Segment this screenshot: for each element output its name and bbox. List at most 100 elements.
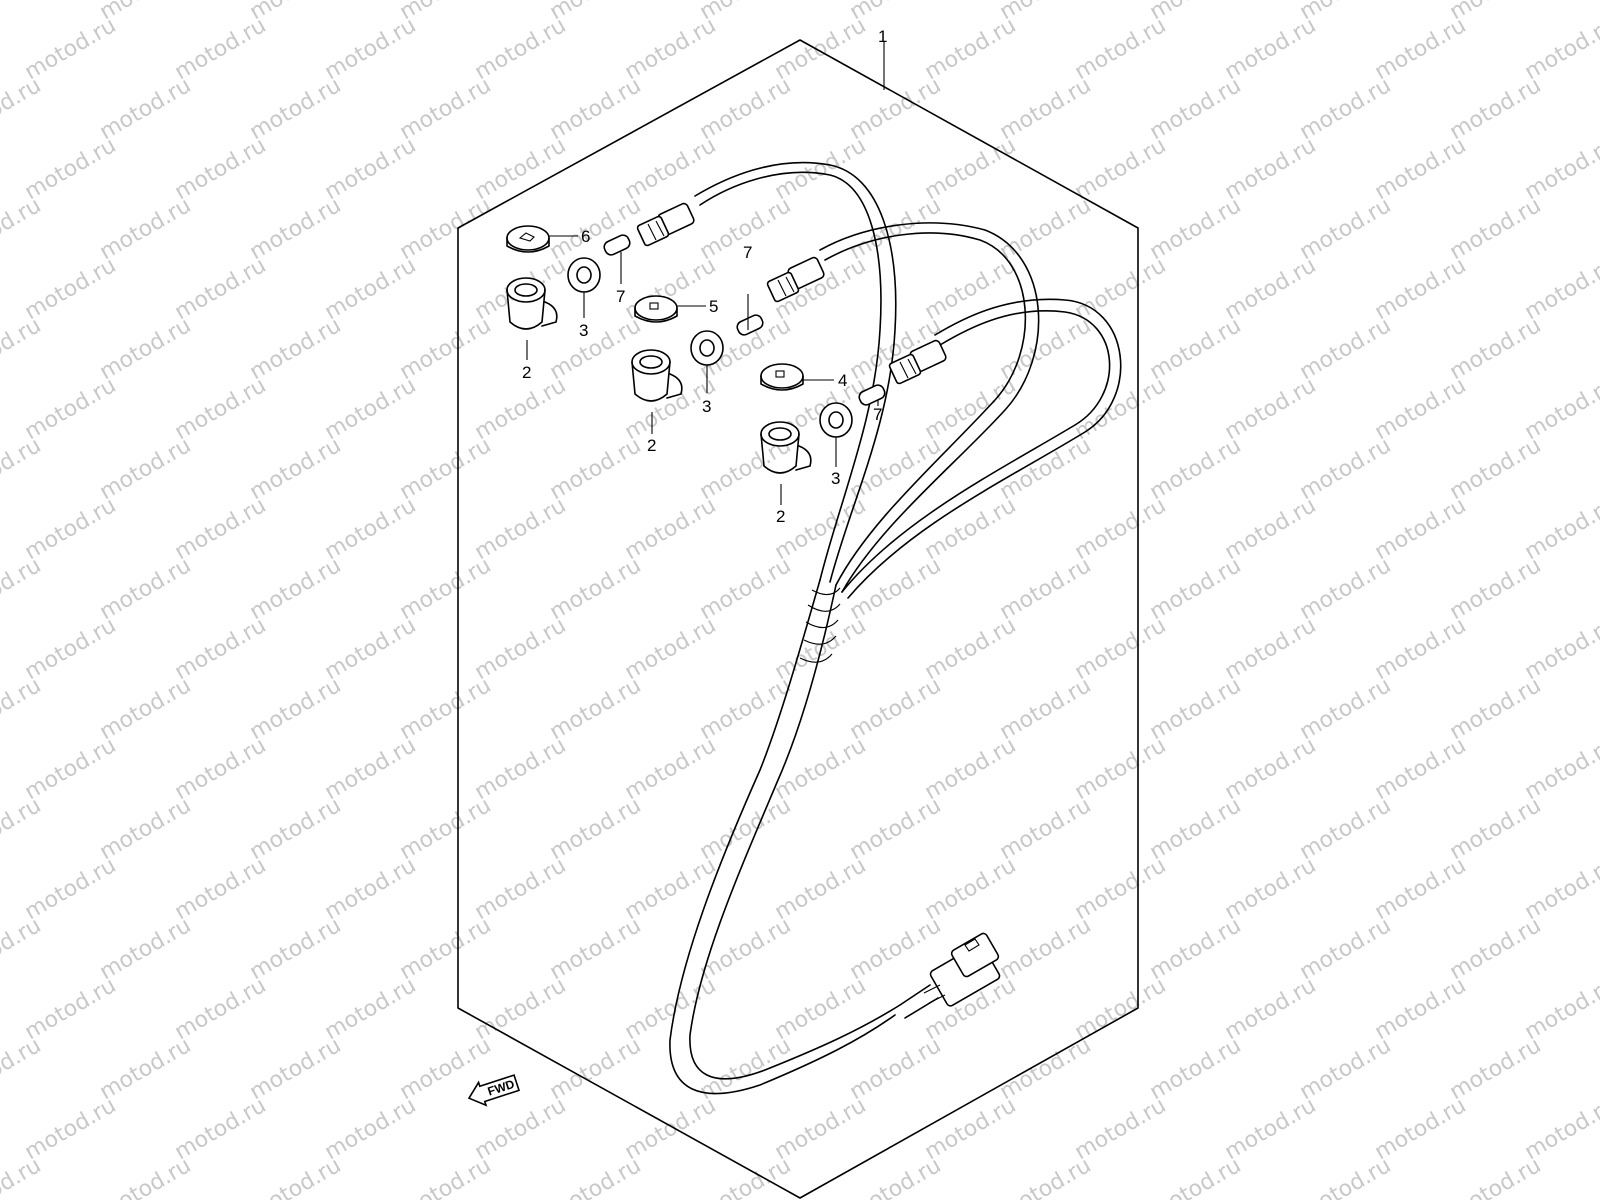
watermark-text: motod.ru (0, 313, 45, 385)
callout-6: 6 (581, 227, 590, 246)
watermark-text: motod.ru (996, 313, 1096, 385)
watermark-text: motod.ru (1371, 493, 1471, 565)
watermark-text: motod.ru (1221, 973, 1321, 1045)
watermark-text: motod.ru (171, 1093, 271, 1165)
harness-coupler (899, 932, 1001, 1019)
watermark-text: motod.ru (996, 73, 1096, 145)
lens-cap-4 (760, 363, 804, 391)
watermark-text: motod.ru (1446, 193, 1546, 265)
watermark-text: motod.ru (921, 253, 1021, 325)
arrow-left-icon (467, 1074, 521, 1107)
callout-3-lower: 3 (831, 469, 840, 488)
watermark-text: motod.ru (171, 973, 271, 1045)
watermark-text: motod.ru (246, 673, 346, 745)
watermark-text: motod.ru (321, 1093, 421, 1165)
watermark-text: motod.ru (471, 733, 571, 805)
watermark-text: motod.ru (846, 73, 946, 145)
watermark-text: motod.ru (996, 193, 1096, 265)
watermark-text: motod.ru (1596, 313, 1600, 385)
watermark-text: motod.ru (921, 1093, 1021, 1165)
watermark-text: motod.ru (1146, 553, 1246, 625)
watermark-text: motod.ru (396, 193, 496, 265)
watermark-text: motod.ru (546, 913, 646, 985)
watermark-text: motod.ru (1446, 673, 1546, 745)
watermark-text: motod.ru (996, 793, 1096, 865)
watermark-text: motod.ru (1371, 853, 1471, 925)
watermark-text: motod.ru (621, 13, 721, 85)
watermark-text: motod.ru (1596, 433, 1600, 505)
watermark-text: motod.ru (921, 493, 1021, 565)
lens-cap-6 (506, 225, 550, 253)
bulb-socket-connector-middle (766, 256, 825, 303)
watermark-text: motod.ru (1371, 613, 1471, 685)
callout-1: 1 (878, 27, 887, 46)
watermark-text: motod.ru (21, 853, 121, 925)
watermark-text: motod.ru (921, 733, 1021, 805)
watermark-text: motod.ru (1371, 373, 1471, 445)
watermark-text: motod.ru (471, 493, 571, 565)
watermark-text: motod.ru (171, 13, 271, 85)
watermark-text: motod.ru (0, 913, 45, 985)
watermark-text: motod.ru (396, 793, 496, 865)
watermark-text: motod.ru (1146, 73, 1246, 145)
watermark-text: motod.ru (1071, 133, 1171, 205)
watermark-text: motod.ru (996, 1153, 1096, 1200)
bulb-socket-connector-upper (636, 202, 695, 247)
watermark-text: motod.ru (696, 673, 796, 745)
watermark-text: motod.ru (546, 1033, 646, 1105)
watermark-text: motod.ru (696, 73, 796, 145)
watermark-text: motod.ru (21, 133, 121, 205)
watermark-text: motod.ru (321, 613, 421, 685)
watermark-text: motod.ru (1596, 193, 1600, 265)
watermark-text: motod.ru (1146, 793, 1246, 865)
watermark-text: motod.ru (471, 853, 571, 925)
watermark-text: motod.ru (21, 373, 121, 445)
watermark-text: motod.ru (771, 1093, 871, 1165)
watermark-text: motod.ru (1146, 433, 1246, 505)
watermark-text: motod.ru (0, 673, 45, 745)
watermark-text: motod.ru (546, 433, 646, 505)
watermark-text: motod.ru (1221, 133, 1321, 205)
watermark-text: motod.ru (396, 913, 496, 985)
watermark-text: motod.ru (546, 1153, 646, 1200)
watermark-text: motod.ru (0, 553, 45, 625)
watermark-text: motod.ru (696, 553, 796, 625)
watermark-text: motod.ru (1221, 373, 1321, 445)
watermark-text: motod.ru (0, 73, 45, 145)
watermark-text: motod.ru (771, 853, 871, 925)
watermark-text: motod.ru (171, 733, 271, 805)
watermark-text: motod.ru (246, 913, 346, 985)
lens-cap-5 (634, 295, 678, 323)
watermark-text: motod.ru (546, 673, 646, 745)
watermark-text: motod.ru (1296, 673, 1396, 745)
box-outline (457, 39, 1139, 1199)
watermark-text: motod.ru (1071, 733, 1171, 805)
watermark-text: motod.ru (0, 0, 45, 25)
watermark-text: motod.ru (1071, 973, 1171, 1045)
watermark-text: motod.ru (96, 433, 196, 505)
watermark-text: motod.ru (471, 613, 571, 685)
callout-5: 5 (709, 297, 718, 316)
callout-7-lower: 7 (873, 405, 882, 424)
watermark-text: motod.ru (321, 373, 421, 445)
watermark-text: motod.ru (321, 973, 421, 1045)
socket-2-upper (506, 277, 558, 330)
wire-harness (636, 161, 1122, 1095)
watermark-text: motod.ru (1071, 853, 1171, 925)
watermark-text: motod.ru (246, 433, 346, 505)
watermark-text: motod.ru (546, 193, 646, 265)
watermark-text: motod.ru (1221, 733, 1321, 805)
watermark-text: motod.ru (546, 313, 646, 385)
watermark-text: motod.ru (1371, 13, 1471, 85)
watermark-text: motod.ru (1146, 913, 1246, 985)
watermark-text: motod.ru (321, 853, 421, 925)
watermark-text: motod.ru (1221, 1093, 1321, 1165)
watermark-text: motod.ru (1221, 13, 1321, 85)
watermark-text: motod.ru (246, 793, 346, 865)
leader-lines (526, 42, 885, 505)
watermark-text: motod.ru (171, 253, 271, 325)
watermark-text: motod.ru (246, 193, 346, 265)
watermark-text: motod.ru (96, 313, 196, 385)
watermark-text: motod.ru (396, 313, 496, 385)
